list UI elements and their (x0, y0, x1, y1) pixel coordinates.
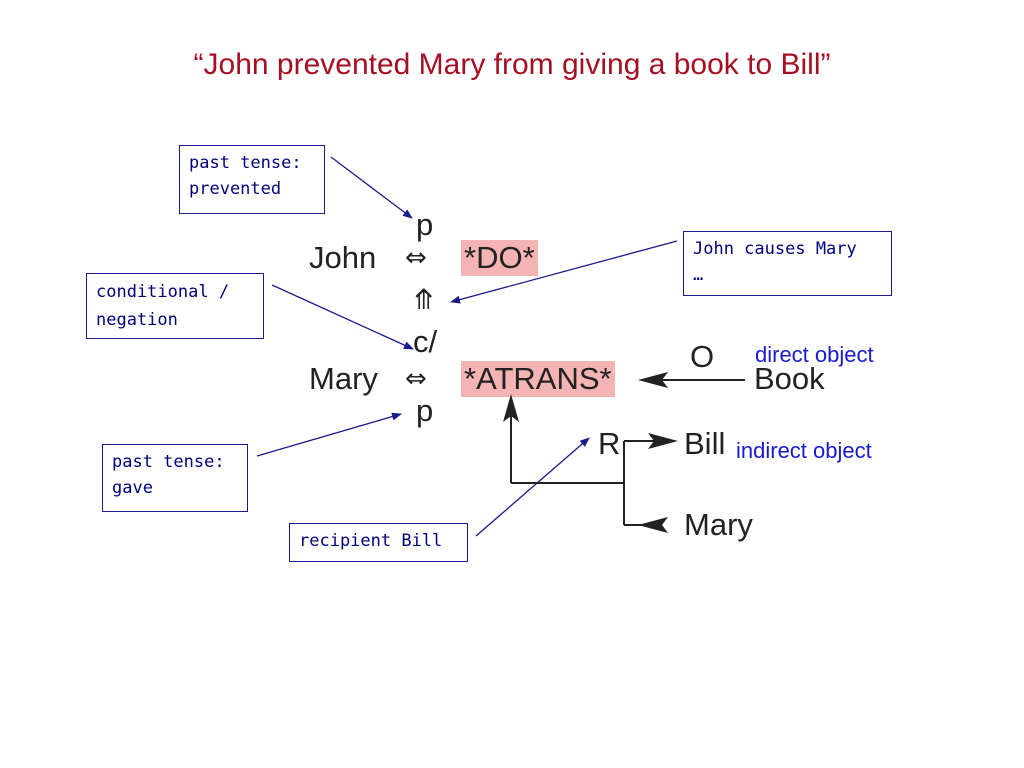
recipient-up-arrowhead (503, 394, 519, 422)
object-case-o: O (690, 339, 715, 374)
actor-john: John (309, 240, 377, 275)
note-line: negation (96, 310, 178, 330)
pointer-recipient-bill (475, 437, 590, 537)
recipient-bill: Bill (684, 426, 726, 461)
object-arrowhead (638, 372, 668, 388)
note-line: … (693, 265, 704, 285)
causal-label-c: c/ (413, 324, 438, 359)
tense-marker-p-bottom: p (416, 393, 434, 428)
causal-arrow: ⤊ (412, 283, 436, 316)
actor-mary: Mary (309, 361, 378, 396)
tense-marker-p-top: p (416, 207, 434, 242)
recipient-from-arrowhead (638, 517, 668, 533)
note-past-tense-gave: past tense: gave (102, 444, 248, 512)
two-way-link-bottom: ⇔ (405, 364, 427, 394)
pointer-past-tense-prevented (330, 156, 413, 219)
two-way-link-top: ⇔ (405, 243, 427, 273)
pointer-john-causes-mary (450, 240, 678, 304)
object-book: Book (754, 361, 825, 396)
recipient-case-r: R (598, 426, 621, 461)
slide-title: “John prevented Mary from giving a book … (193, 48, 831, 81)
recipient-mary: Mary (684, 507, 753, 542)
note-line: prevented (189, 179, 282, 199)
note-line: recipient Bill (299, 531, 443, 551)
note-past-tense-prevented: past tense: prevented (179, 145, 325, 214)
indirect-object-label: indirect object (736, 438, 872, 463)
note-line: past tense: (112, 452, 225, 472)
note-line: John causes Mary (693, 239, 857, 259)
pointer-conditional-negation (271, 284, 414, 350)
note-line: past tense: (189, 153, 302, 173)
note-john-causes-mary: John causes Mary … (683, 231, 892, 296)
note-conditional-negation: conditional / negation (86, 273, 264, 339)
recipient-to-arrowhead (648, 433, 678, 449)
direct-object-label: direct object (755, 342, 874, 367)
note-line: gave (112, 478, 153, 498)
note-line: conditional / (96, 282, 230, 302)
primitive-atrans: *ATRANS* (461, 361, 615, 397)
note-recipient-bill: recipient Bill (289, 523, 468, 562)
primitive-do: *DO* (461, 240, 538, 276)
pointer-past-tense-gave (256, 412, 402, 457)
